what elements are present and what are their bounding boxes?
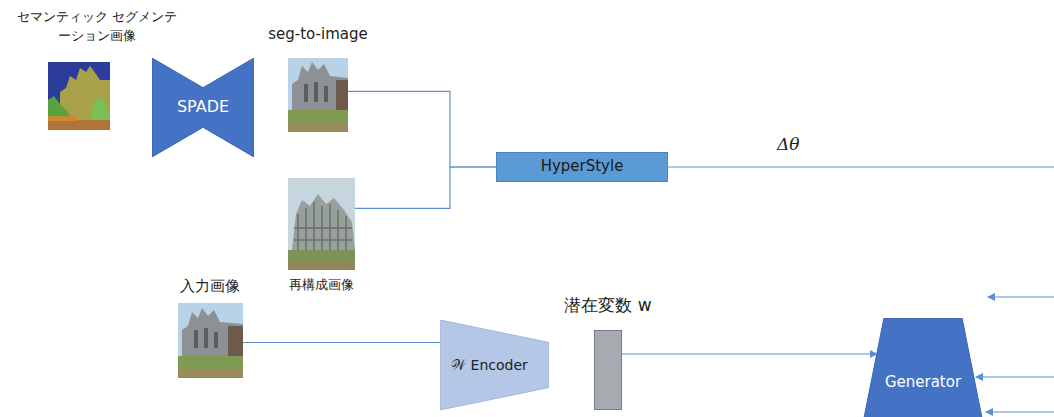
delta-theta-line [668,166,1054,167]
segmentation-image: セマンティック セグメンテーション画像 [48,62,110,130]
image-caption: 潜在変数 w [538,293,678,318]
text-holder: HyperStyle [496,152,668,182]
encoder-trapezoid: 𝒲 Encoder [440,320,549,410]
reconstructed-image: 再構成画像 [288,178,355,270]
image-caption: 再構成画像 [251,276,391,295]
generator-trapezoid-outline [862,318,984,417]
generated-photo [288,58,348,132]
hyperstyle-box: HyperStyle [496,152,668,182]
text-holder: Generator [862,318,984,417]
input-photo [178,303,243,378]
reconstructed-photo [288,178,355,270]
generator-trapezoid: Generator [862,318,984,417]
input-arrow [988,296,1054,297]
connector [243,342,440,343]
connector [355,167,496,208]
connector [348,91,496,167]
segmentation-image [48,62,110,130]
input-arrow [986,411,1054,412]
connector [622,353,877,354]
text-holder: 𝒲 Encoder [440,320,549,410]
text-holder: SPADE [152,58,254,157]
generated-image: seg-to-image [288,58,348,132]
latent-bar: 潜在変数 w [594,330,622,410]
node-label: 𝒲 Encoder [451,356,528,374]
input-image: 入力画像 [178,303,243,378]
input-arrow [976,376,1054,377]
spade-network: SPADE [152,58,254,157]
node-label: Generator [885,373,961,393]
image-caption: 入力画像 [140,276,280,298]
image-caption: seg-to-image [248,24,388,46]
image-caption: セマンティック セグメンテーション画像 [12,8,182,46]
parameter-label: Δθ [777,134,800,154]
node-label: SPADE [177,97,229,118]
latent-bar-outline [594,330,622,410]
node-label: HyperStyle [541,157,624,177]
